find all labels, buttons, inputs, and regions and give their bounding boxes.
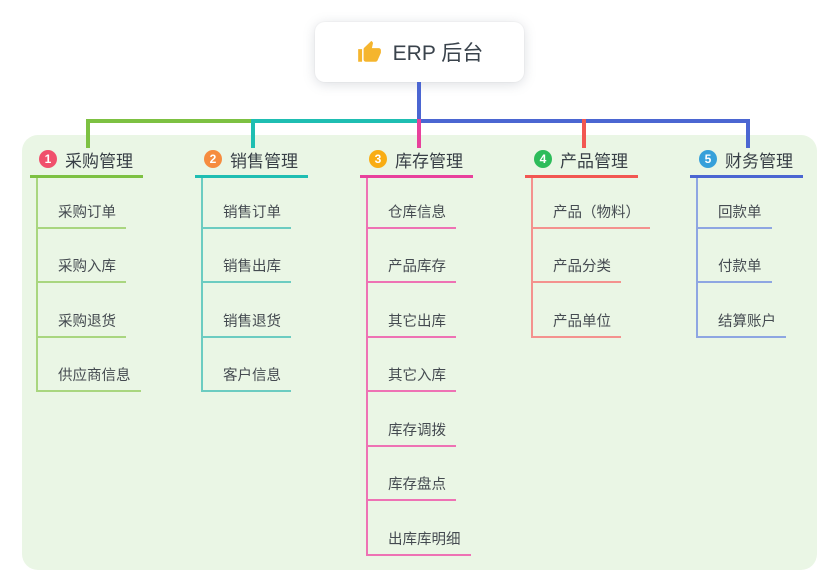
child-node[interactable]: 客户信息	[201, 364, 291, 392]
child-node[interactable]: 销售出库	[201, 255, 291, 283]
branch-spine-line	[201, 178, 203, 392]
drop-line-purchase	[86, 119, 90, 148]
branch-inventory: 3 库存管理 仓库信息 产品库存 其它出库 其它入库 库存调拨 库存盘点 出库库…	[360, 143, 473, 556]
child-node[interactable]: 采购退货	[36, 310, 126, 338]
branch-header[interactable]: 1 采购管理	[30, 143, 143, 178]
child-node[interactable]: 回款单	[696, 201, 772, 229]
child-node[interactable]: 产品单位	[531, 310, 621, 338]
branch-number-badge: 5	[699, 150, 717, 168]
child-node[interactable]: 供应商信息	[36, 364, 141, 392]
child-node[interactable]: 产品库存	[366, 255, 456, 283]
child-node[interactable]: 销售订单	[201, 201, 291, 229]
drop-line-finance	[746, 119, 750, 148]
root-connector-line	[417, 82, 421, 119]
branch-number-badge: 4	[534, 150, 552, 168]
branch-label: 销售管理	[230, 151, 298, 171]
child-node[interactable]: 库存调拨	[366, 419, 456, 447]
branch-header[interactable]: 3 库存管理	[360, 143, 473, 178]
child-node[interactable]: 其它出库	[366, 310, 456, 338]
branch-spine-line	[696, 178, 698, 338]
child-node[interactable]: 销售退货	[201, 310, 291, 338]
drop-line-sales	[251, 119, 255, 148]
branch-header[interactable]: 2 销售管理	[195, 143, 308, 178]
branch-label: 采购管理	[65, 151, 133, 171]
drop-line-inventory	[417, 119, 421, 148]
child-node[interactable]: 出库库明细	[366, 528, 471, 556]
child-node[interactable]: 产品（物料）	[531, 201, 650, 229]
branch-label: 财务管理	[725, 151, 793, 171]
root-title: ERP 后台	[392, 42, 484, 65]
branch-spine-line	[366, 178, 368, 556]
mindmap-panel	[22, 135, 817, 570]
branch-spine-line	[531, 178, 533, 338]
bus-segment-middle	[251, 119, 417, 123]
branch-number-badge: 1	[39, 150, 57, 168]
child-node[interactable]: 库存盘点	[366, 473, 456, 501]
drop-line-product	[582, 119, 586, 148]
child-node[interactable]: 付款单	[696, 255, 772, 283]
thumbs-up-icon	[357, 40, 381, 62]
branch-purchase: 1 采购管理 采购订单 采购入库 采购退货 供应商信息	[30, 143, 143, 392]
branch-number-badge: 3	[369, 150, 387, 168]
root-node[interactable]: ERP 后台	[315, 22, 524, 82]
branch-number-badge: 2	[204, 150, 222, 168]
branch-label: 库存管理	[395, 151, 463, 171]
child-node[interactable]: 采购订单	[36, 201, 126, 229]
branch-header[interactable]: 5 财务管理	[690, 143, 803, 178]
branch-finance: 5 财务管理 回款单 付款单 结算账户	[690, 143, 803, 338]
child-node[interactable]: 结算账户	[696, 310, 786, 338]
branch-label: 产品管理	[560, 151, 628, 171]
child-node[interactable]: 产品分类	[531, 255, 621, 283]
branch-spine-line	[36, 178, 38, 392]
child-node[interactable]: 采购入库	[36, 255, 126, 283]
bus-segment-left	[86, 119, 251, 123]
child-node[interactable]: 仓库信息	[366, 201, 456, 229]
branch-header[interactable]: 4 产品管理	[525, 143, 638, 178]
branch-sales: 2 销售管理 销售订单 销售出库 销售退货 客户信息	[195, 143, 308, 392]
branch-product: 4 产品管理 产品（物料） 产品分类 产品单位	[525, 143, 650, 338]
child-node[interactable]: 其它入库	[366, 364, 456, 392]
